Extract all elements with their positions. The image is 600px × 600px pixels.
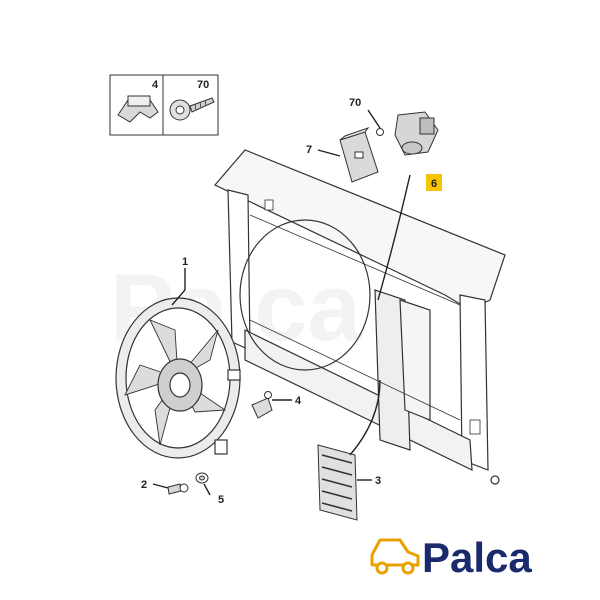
callout-2: 2	[141, 479, 147, 491]
palca-logo: Palca	[370, 534, 532, 581]
callouts: 1 2 3 4 5 6 7 70	[141, 97, 442, 506]
legend-label-70: 70	[197, 79, 209, 91]
screw-part-2	[167, 483, 189, 495]
callout-4: 4	[295, 395, 302, 407]
callout-3: 3	[375, 475, 381, 487]
shutter-part-3	[317, 444, 358, 521]
callout-6-highlight	[426, 174, 442, 191]
leader-lines	[152, 109, 411, 496]
legend-label-4: 4	[152, 79, 159, 91]
car-logo-icon	[370, 538, 420, 575]
actuator-part-6	[394, 111, 439, 156]
callout-7: 7	[306, 144, 312, 156]
module-part-7	[339, 126, 379, 183]
callout-70: 70	[349, 97, 361, 109]
screw-icon	[169, 97, 215, 121]
screw-part-70	[376, 128, 384, 136]
fan-assembly	[115, 297, 241, 459]
grommet-part-5	[195, 472, 209, 484]
callout-5: 5	[218, 494, 224, 506]
callout-1: 1	[182, 256, 188, 268]
logo-text: Palca	[422, 534, 532, 581]
clip-part-4	[251, 391, 273, 419]
clip-icon	[117, 95, 159, 123]
callout-6: 6	[431, 178, 437, 190]
radiator-frame	[214, 149, 506, 485]
legend-box: 4 70	[109, 74, 219, 136]
